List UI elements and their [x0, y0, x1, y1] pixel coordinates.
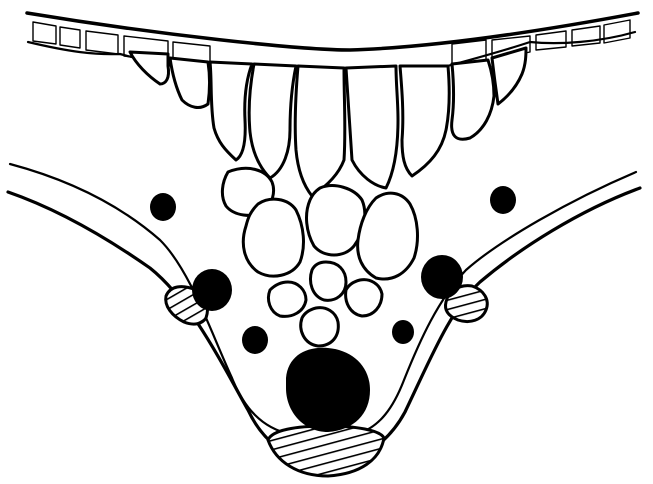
dot-large-center	[286, 348, 370, 432]
palisade-cells	[130, 48, 526, 196]
dot-low-left	[242, 326, 268, 354]
upper-epidermis	[27, 13, 638, 72]
dot-upper-left	[150, 193, 176, 221]
dot-low-right	[392, 320, 414, 344]
dot-mid-right	[421, 255, 463, 299]
dot-mid-left	[192, 269, 232, 311]
hatched-cell-bottom	[268, 426, 384, 476]
spongy-cells	[222, 168, 417, 346]
dot-upper-right	[490, 186, 516, 214]
